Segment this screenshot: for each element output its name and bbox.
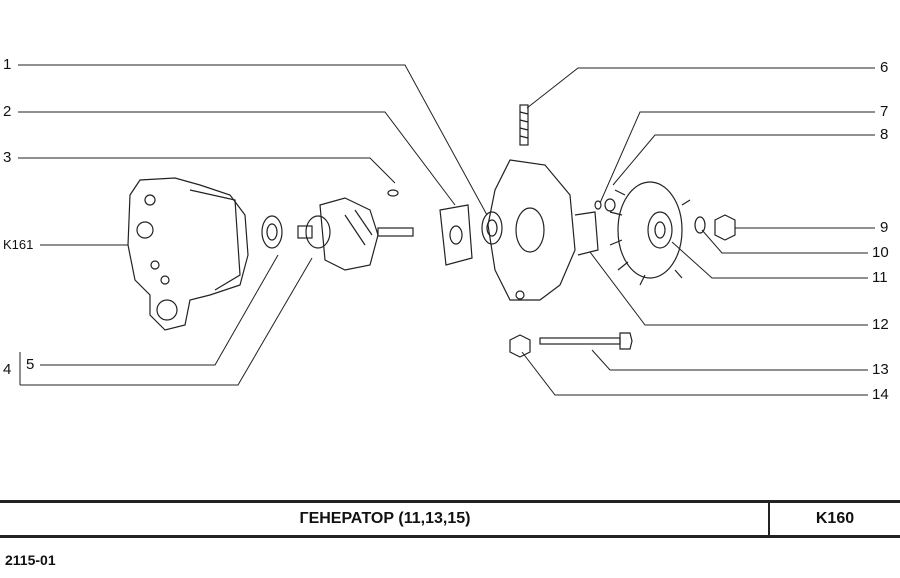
spring-washer-part <box>694 216 706 234</box>
callout-k161: K161 <box>3 237 34 252</box>
callout-14: 14 <box>872 386 889 403</box>
leader-6 <box>526 67 875 109</box>
gasket-plate-part <box>439 204 473 266</box>
pulley-nut-part <box>714 214 736 241</box>
bolt-part <box>539 332 633 350</box>
leader-14 <box>521 351 868 396</box>
callout-12: 12 <box>872 316 889 333</box>
divider <box>768 503 770 535</box>
nut-small-part <box>604 198 616 212</box>
leader-10 <box>701 229 868 254</box>
leader-2 <box>18 111 456 206</box>
callout-6: 6 <box>880 59 889 76</box>
callout-4: 4 <box>3 361 12 378</box>
title-block: ГЕНЕРАТОР (11,13,15) K160 <box>0 500 900 538</box>
callout-7: 7 <box>880 103 889 120</box>
generator-housing-part <box>127 177 249 331</box>
leader-13 <box>591 349 868 371</box>
leader-1 <box>18 64 488 216</box>
callout-8: 8 <box>880 126 889 143</box>
callout-2: 2 <box>3 103 12 120</box>
callout-5: 5 <box>26 356 35 373</box>
leader-5 <box>40 254 279 366</box>
callout-1: 1 <box>3 56 12 73</box>
document-number: 2115-01 <box>5 552 56 568</box>
diagram-code: K160 <box>815 510 855 527</box>
diagram-title: ГЕНЕРАТОР (11,13,15) <box>299 510 471 527</box>
pulley-fan-part <box>609 181 691 286</box>
bearing-part <box>261 215 283 249</box>
callout-9: 9 <box>880 219 889 236</box>
key-part <box>387 189 399 197</box>
callout-3: 3 <box>3 149 12 166</box>
nut-part <box>509 334 531 358</box>
leader-12 <box>589 251 868 326</box>
callout-13: 13 <box>872 361 889 378</box>
callout-10: 10 <box>872 244 889 261</box>
exploded-diagram <box>18 64 875 396</box>
leader-4 <box>20 257 313 386</box>
leader-11 <box>671 241 868 279</box>
leader-3 <box>18 157 396 184</box>
leader-lines <box>18 64 875 396</box>
callout-11: 11 <box>872 269 888 286</box>
washer-part <box>594 200 602 210</box>
leader-7 <box>599 111 875 204</box>
leader-8 <box>612 134 875 186</box>
rotor-part <box>297 197 414 271</box>
stud-part <box>519 104 529 146</box>
front-cover-part <box>481 159 599 301</box>
